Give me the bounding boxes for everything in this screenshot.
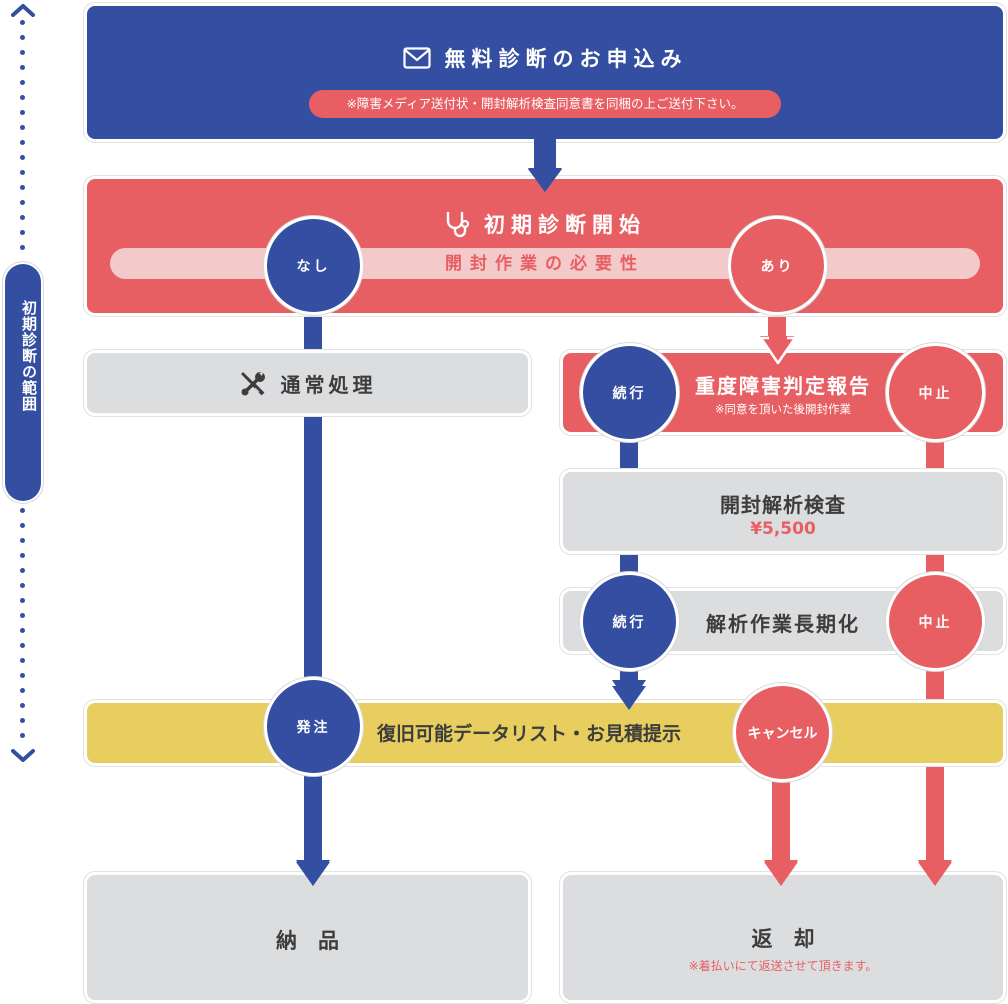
diagnosis-title: 初期診断開始 bbox=[484, 213, 646, 237]
step-delivery: 納 品 bbox=[87, 875, 528, 1000]
step-apply: 無料診断のお申込み ※障害メディア送付状・開封解析検査同意書を同梱の上ご送付下さ… bbox=[87, 6, 1003, 139]
timeline-dot bbox=[20, 628, 25, 633]
return-title: 返 却 bbox=[751, 927, 815, 951]
scope-pill: 初期診断の範囲 bbox=[5, 264, 41, 501]
timeline-dot bbox=[20, 95, 25, 100]
timeline-dot bbox=[20, 140, 25, 145]
timeline-dot bbox=[20, 583, 25, 588]
timeline-dot bbox=[20, 703, 25, 708]
envelope-icon bbox=[402, 47, 431, 69]
quote-title: 復旧可能データリスト・お見積提示 bbox=[377, 723, 682, 745]
tools-icon bbox=[241, 371, 265, 395]
necessity-question: 開封作業の必要性 bbox=[445, 254, 645, 274]
timeline-dot bbox=[20, 185, 25, 190]
timeline-dot bbox=[20, 643, 25, 648]
normal-title: 通常処理 bbox=[280, 373, 377, 397]
prolonged-title: 解析作業長期化 bbox=[706, 612, 860, 636]
branch-no-badge: なし bbox=[264, 216, 363, 315]
timeline-dot bbox=[20, 125, 25, 130]
cancel-label: キャンセル bbox=[747, 725, 818, 742]
step-return: 返 却 ※着払いにて返送させて頂きます。 bbox=[563, 875, 1003, 1000]
timeline-dot bbox=[20, 155, 25, 160]
continue-badge-1: 続行 bbox=[580, 343, 679, 442]
continue-label: 続行 bbox=[612, 614, 647, 631]
stethoscope-icon bbox=[446, 211, 470, 238]
order-label: 発注 bbox=[296, 719, 331, 736]
timeline-dot bbox=[20, 733, 25, 738]
timeline-dot bbox=[20, 200, 25, 205]
timeline-dot bbox=[20, 110, 25, 115]
connector-cancel-path bbox=[772, 760, 790, 863]
chevron-down-icon bbox=[11, 749, 35, 762]
apply-note: ※障害メディア送付状・開封解析検査同意書を同梱の上ご送付下さい。 bbox=[346, 96, 744, 111]
apply-title: 無料診断のお申込み bbox=[444, 47, 688, 71]
return-note: ※着払いにて返送させて頂きます。 bbox=[688, 959, 878, 973]
timeline-dot bbox=[20, 658, 25, 663]
timeline-dot bbox=[20, 688, 25, 693]
timeline-dot bbox=[20, 35, 25, 40]
stop-badge-2: 中止 bbox=[886, 572, 985, 671]
severe-title: 重度障害判定報告 bbox=[695, 374, 871, 398]
apply-note-pill: ※障害メディア送付状・開封解析検査同意書を同梱の上ご送付下さい。 bbox=[309, 90, 781, 118]
cancel-badge: キャンセル bbox=[733, 683, 832, 782]
timeline-dot bbox=[20, 538, 25, 543]
timeline-dot bbox=[20, 568, 25, 573]
open-analysis-title: 開封解析検査 bbox=[720, 493, 846, 517]
necessity-pill: 開封作業の必要性 bbox=[110, 248, 980, 279]
timeline-dot bbox=[20, 508, 25, 513]
chevron-up-icon bbox=[11, 4, 35, 17]
timeline-dot bbox=[20, 50, 25, 55]
timeline-dot bbox=[20, 523, 25, 528]
step-normal-processing: 通常処理 bbox=[87, 353, 528, 413]
arrow-head bbox=[764, 862, 798, 886]
step-quote: 復旧可能データリスト・お見積提示 bbox=[87, 703, 1003, 763]
arrow-head bbox=[528, 168, 562, 192]
branch-yes-badge: あり bbox=[728, 216, 827, 315]
continue-badge-2: 続行 bbox=[580, 572, 679, 671]
timeline-dot bbox=[20, 613, 25, 618]
stop-label: 中止 bbox=[918, 385, 953, 402]
severe-note: ※同意を頂いた後開封作業 bbox=[714, 402, 852, 416]
timeline-dot bbox=[20, 230, 25, 235]
timeline-dot bbox=[20, 20, 25, 25]
timeline-dot bbox=[20, 718, 25, 723]
connector-apply-to-diagnosis bbox=[534, 139, 556, 172]
order-badge: 発注 bbox=[264, 677, 363, 776]
timeline-dot bbox=[20, 553, 25, 558]
timeline-dot bbox=[20, 245, 25, 250]
timeline-dot bbox=[20, 598, 25, 603]
stop-label: 中止 bbox=[918, 614, 953, 631]
arrow-head bbox=[612, 686, 646, 710]
timeline-dot bbox=[20, 65, 25, 70]
arrow-head bbox=[758, 336, 798, 370]
timeline-dot bbox=[20, 80, 25, 85]
stop-badge-1: 中止 bbox=[886, 343, 985, 442]
continue-label: 続行 bbox=[612, 385, 647, 402]
step-initial-diagnosis: 初期診断開始 開封作業の必要性 bbox=[87, 179, 1003, 313]
delivery-title: 納 品 bbox=[276, 929, 339, 953]
branch-no-label: なし bbox=[296, 258, 331, 275]
step-open-analysis: 開封解析検査 ¥5,500 bbox=[563, 472, 1003, 551]
arrow-head bbox=[918, 862, 952, 886]
scope-label: 初期診断の範囲 bbox=[20, 300, 38, 412]
branch-yes-label: あり bbox=[760, 258, 795, 275]
timeline-dot bbox=[20, 673, 25, 678]
open-analysis-price: ¥5,500 bbox=[750, 519, 816, 539]
timeline-dot bbox=[20, 215, 25, 220]
arrow-head bbox=[296, 862, 330, 886]
timeline-dot bbox=[20, 170, 25, 175]
